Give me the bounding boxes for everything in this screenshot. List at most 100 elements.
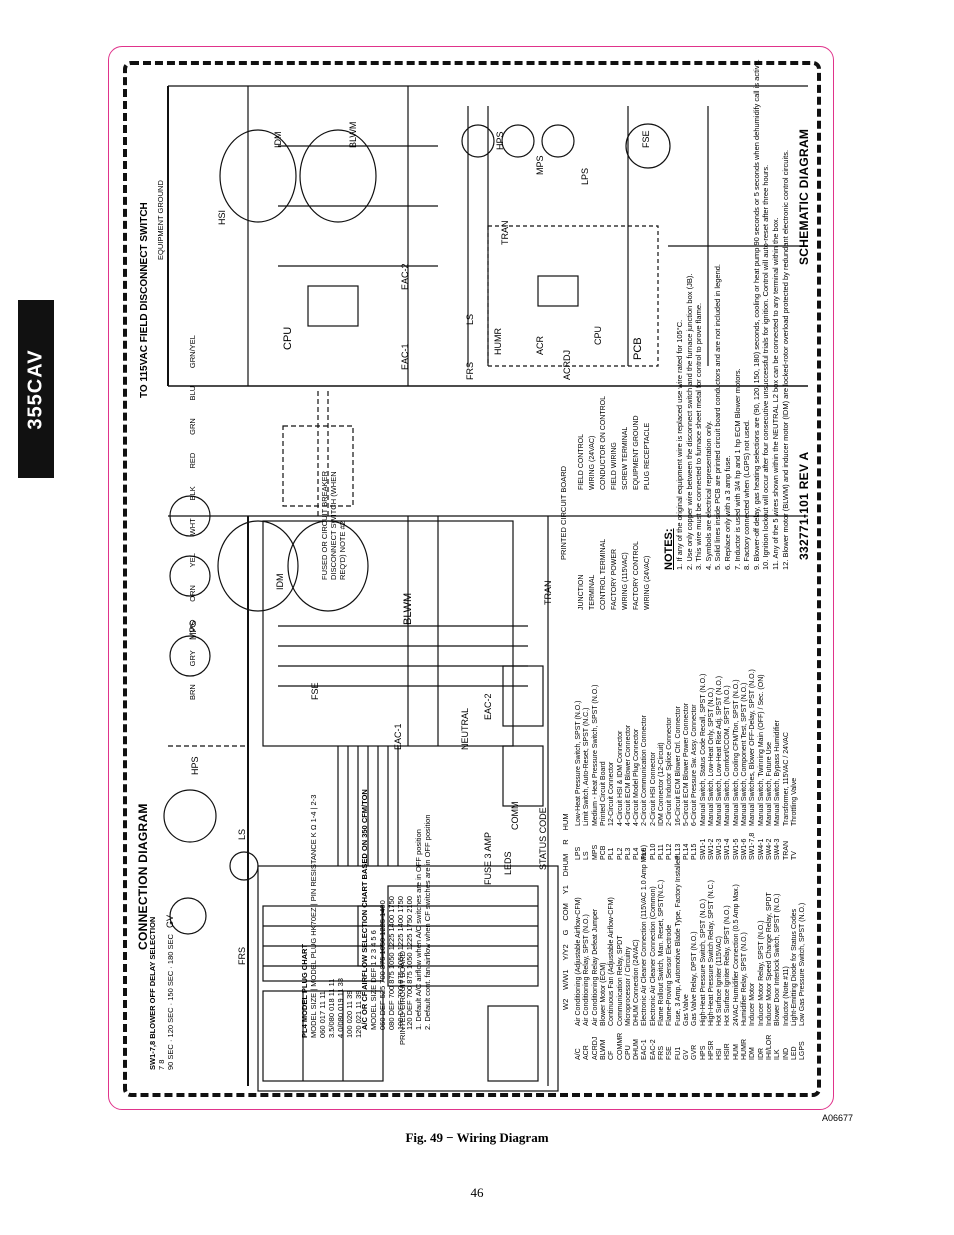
abbreviation-item: PL1316-Circuit ECM Blower Ctrl. Connecto… bbox=[675, 706, 682, 860]
abbreviation-meaning: Gas Valve Relay, DPST (N.O.) bbox=[691, 931, 699, 1026]
frs-label-bottom: FRS bbox=[237, 947, 247, 965]
abbreviation-item: PL1 12-Circuit Connector bbox=[608, 762, 615, 860]
tran-label-bottom: TRAN bbox=[543, 580, 553, 606]
legend-item: WIRING (115VAC) bbox=[622, 552, 629, 610]
table-row: 3.5/080 018 11 11 bbox=[327, 978, 336, 1038]
table-row: 060 017 11 11 bbox=[318, 991, 327, 1038]
legend-item: FACTORY CONTROL bbox=[633, 541, 640, 610]
abbreviation-item: CPUMicroprocessor / Circuitry bbox=[625, 947, 632, 1060]
legend-item: FACTORY POWER bbox=[611, 548, 618, 610]
abbreviation-meaning: Manual Switch, Component Test, SPST (N.O… bbox=[741, 682, 748, 826]
blower-delay-values: 90 SEC · 120 SEC · 150 SEC · 180 SEC bbox=[166, 934, 175, 1070]
lps-label: LPS bbox=[580, 167, 590, 185]
abbreviation-item: SW1-6Manual Switch, Component Test, SPST… bbox=[741, 683, 748, 860]
wiring-diagram-frame bbox=[108, 46, 834, 1110]
abbreviation-item: HUMRHumidifier Relay, SPST (N.O.) bbox=[741, 932, 748, 1060]
figure-code: A06677 bbox=[822, 1113, 854, 1123]
abbreviation-meaning: Inducer Motor Relay, SPST (N.O.) bbox=[757, 920, 765, 1026]
abbreviation-code: SW4-1 bbox=[757, 838, 765, 860]
eac2-label-bottom: EAC-2 bbox=[483, 693, 493, 720]
abbreviation-item: INDInductor (Note #11) bbox=[783, 966, 790, 1060]
abbreviation-meaning: Gas Valve bbox=[682, 994, 690, 1026]
eac1-label-bottom: EAC-1 bbox=[393, 723, 403, 750]
abbreviation-code: TV bbox=[790, 851, 798, 860]
abbreviation-meaning: 4-Circuit HSI & IDM Connector bbox=[616, 730, 624, 826]
abbreviation-code: HPSR bbox=[707, 1040, 715, 1060]
abbreviation-item: TV Throttling Valve bbox=[791, 778, 798, 860]
abbreviation-code: CF bbox=[608, 1050, 616, 1060]
abbreviation-meaning: Throttling Valve bbox=[790, 777, 798, 826]
abbreviation-item: LSLimit Switch, Auto-Reset, SPST (N.C.) bbox=[583, 707, 590, 860]
abbreviation-code: HSIR bbox=[724, 1043, 732, 1060]
abbreviation-meaning: Light-Emitting Diode for Status Codes bbox=[790, 908, 798, 1026]
abbreviation-meaning: Communication Relay, SPDT bbox=[616, 935, 624, 1026]
acr-label: ACR bbox=[535, 335, 545, 355]
blower-delay-chart: SW1-7,8 BLOWER OFF DELAY SELECTION 7 8 9… bbox=[148, 916, 175, 1070]
abbreviation-meaning: 4-Circuit ECM Blower Connector bbox=[624, 724, 632, 826]
abbreviation-meaning: IDM Connector (12-Circuit) bbox=[658, 742, 665, 826]
humr-label: HUMR bbox=[493, 328, 503, 355]
abbreviation-item: GVRGas Valve Relay, DPST (N.O.) bbox=[691, 931, 698, 1060]
abbreviation-code: SW1-5 bbox=[732, 838, 740, 860]
abbreviation-meaning: Hot Surface Igniter Relay, SPST (N.O.) bbox=[724, 905, 732, 1026]
abbreviation-item: ACRDJAir Conditioning Relay Defeat Jumpe… bbox=[592, 909, 599, 1060]
legend-item: JUNCTION bbox=[578, 574, 585, 610]
notes: NOTES: 1. If any of the original equipme… bbox=[663, 50, 790, 570]
abbreviation-item: GVGas Valve bbox=[683, 994, 690, 1060]
abbreviation-item: FRSFlame Rollout Switch, Man. Reset, SPS… bbox=[658, 880, 665, 1060]
abbreviation-meaning: Manual Switch, Comfort/CCOM, SPST (N.O.) bbox=[724, 685, 732, 826]
acrdj-label: ACRDJ bbox=[562, 349, 572, 380]
abbreviation-meaning: Air Conditioning Relay Defeat Jumper bbox=[591, 908, 599, 1026]
abbreviation-code: IND bbox=[782, 1047, 790, 1060]
abbreviation-code: PL11 bbox=[658, 844, 665, 860]
abbreviation-item: EAC-2Electronic Air Cleaner Connection (… bbox=[650, 886, 657, 1060]
abbreviation-code: PL13 bbox=[674, 843, 682, 860]
eac2-label-top: EAC-2 bbox=[400, 263, 410, 290]
hps-label: HPS bbox=[495, 131, 505, 150]
abbreviation-item: SW4-2Manual Switch, Future Use bbox=[766, 742, 773, 860]
rev-label: 332771-101 REV A bbox=[797, 451, 811, 560]
abbreviation-item: SW1-5Manual Switch, Cooling CFM/Ton, SPS… bbox=[733, 679, 740, 860]
abbreviation-item: PL34-Circuit ECM Blower Connector bbox=[625, 725, 632, 860]
abbreviation-code: PL1 bbox=[608, 847, 616, 860]
abbreviation-meaning: Humidifier Relay, SPST (N.O.) bbox=[741, 932, 748, 1026]
legend-item: WIRING (24VAC) bbox=[644, 555, 651, 610]
abbreviation-meaning: Medium - Heat Pressure Switch, SPST (N.O… bbox=[591, 684, 599, 826]
note-item: 2. Use only copper wire between the disc… bbox=[684, 273, 694, 570]
abbreviation-item: A/CAir Conditioning (Adjustable Airflow-… bbox=[575, 897, 582, 1060]
abbreviation-item: SW1-7,8Manual Switches, Blower OFF-Delay… bbox=[749, 669, 756, 860]
abbreviation-meaning: Low Gas Pressure Switch, SPST (N.O.) bbox=[799, 902, 807, 1026]
table-row: 120 DEF 700 875 1050 1225 1750 2100 bbox=[405, 896, 414, 1030]
equipment-ground-label: EQUIPMENT GROUND bbox=[156, 180, 165, 260]
abbreviation-code: PL10 bbox=[649, 843, 657, 860]
abbreviation-code: PL2 bbox=[616, 847, 624, 860]
abbreviation-meaning: High-Heat Pressure Switch Relay, SPST (N… bbox=[707, 879, 715, 1026]
hps-label-bottom: HPS bbox=[190, 756, 200, 775]
abbreviation-code: IHI/LOR bbox=[765, 1034, 773, 1060]
abbreviation-meaning: Blower Motor (ECM) bbox=[599, 962, 607, 1026]
ls-label: LS bbox=[465, 313, 475, 325]
abbreviation-meaning: Manual Switch, Future Use bbox=[765, 741, 773, 826]
abbreviation-code: IDM bbox=[749, 1047, 757, 1060]
note-item: 4. Symbols are electrical representation… bbox=[703, 420, 713, 570]
status-code-label: STATUS CODE bbox=[538, 807, 548, 870]
note-item: 3. This wire must be connected to furnac… bbox=[694, 302, 704, 570]
abbreviation-item: IHI/LOR Inducer Motor Speed Change Relay,… bbox=[766, 892, 773, 1060]
abbreviation-item: ACRAir Conditioning Relay, SPST (N.O.) bbox=[583, 914, 590, 1060]
terminal-strip: W2 W/W1 Y/Y2 G COM Y1 DHUM R HUM bbox=[561, 813, 570, 1010]
abbreviation-item: IDRInducer Motor Relay, SPST (N.O.) bbox=[758, 920, 765, 1060]
blwm-label-bottom: BLWM bbox=[402, 592, 414, 625]
abbreviation-meaning: 12-Circuit Connector bbox=[608, 761, 616, 826]
schematic-heading: SCHEMATIC DIAGRAM bbox=[797, 128, 811, 265]
abbreviation-item: FU1Fuse, 3 Amp, Automotive Blade Type, F… bbox=[675, 856, 682, 1060]
abbreviation-item: PL156-Circuit Pressure Sw. Assy. Connect… bbox=[691, 704, 698, 860]
abbreviation-meaning: Inducer Motor Speed Change Relay, SPDT bbox=[765, 892, 773, 1026]
abbreviation-meaning: Printed Circuit Board bbox=[599, 761, 607, 826]
ls-label-bottom: LS bbox=[237, 828, 247, 840]
legend-item: FIELD CONTROL bbox=[578, 433, 585, 490]
table-row: 080 DEF 700 875 1050 1225 1400 1750 bbox=[387, 896, 396, 1030]
abbreviation-item: ILKBlower Door Interlock Switch, SPST (N… bbox=[774, 893, 781, 1060]
abbreviation-code: PCB bbox=[599, 845, 607, 860]
table-row: 100 DEF 700 875 1050 1225 1400 1750 bbox=[396, 896, 405, 1030]
abbreviation-code: MPS bbox=[591, 844, 599, 860]
